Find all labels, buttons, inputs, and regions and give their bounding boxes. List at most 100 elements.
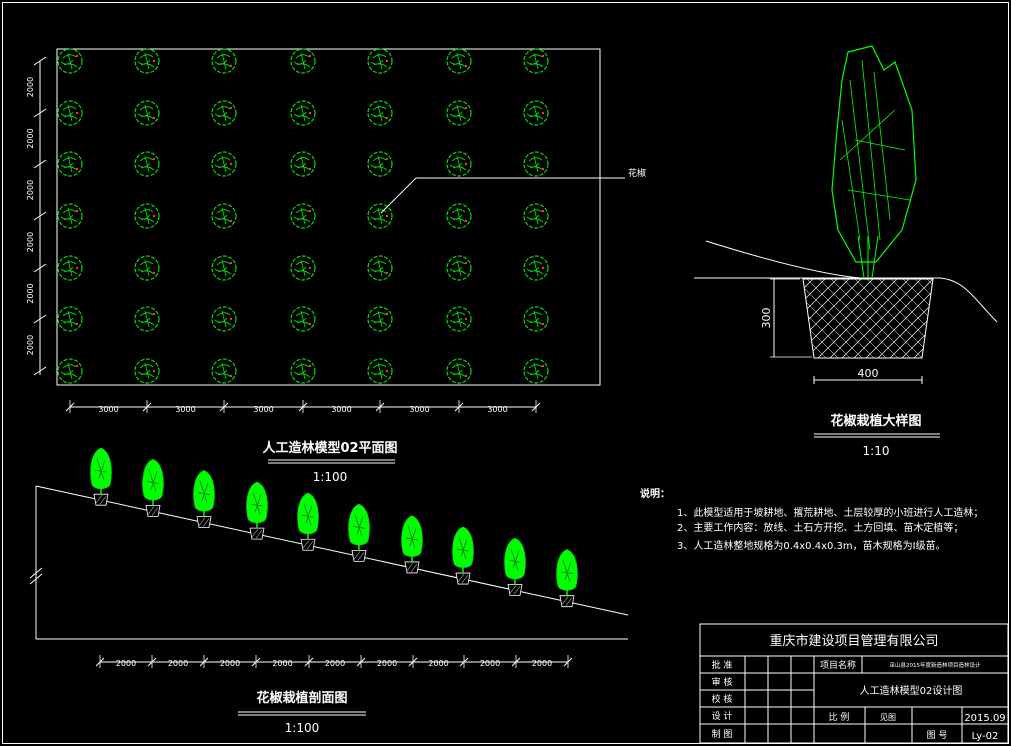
plan-tree-symbol: [211, 255, 237, 281]
title-block: [699, 623, 1009, 744]
plan-tree-symbol: [290, 100, 316, 126]
plan-tree-symbol: [367, 358, 393, 384]
plan-tree-symbol: [134, 100, 160, 126]
plan-tree-symbol: [523, 48, 549, 74]
plan-tree-symbol: [134, 48, 160, 74]
plan-row-dim-label: 2000: [26, 77, 35, 97]
plan-tree-symbol: [211, 306, 237, 332]
drawing-no: Ly-02: [972, 731, 999, 742]
drawing-title: 人工造林模型02设计图: [860, 684, 963, 697]
section-tree: [297, 492, 319, 551]
plan-row-dim-label: 2000: [26, 180, 35, 200]
plan-tree-grid: [57, 48, 549, 384]
title-block-text: 重庆市建设项目管理有限公司 批 准 审 核 校 核 设 计 制 图 项目名称 巫…: [712, 633, 1006, 742]
plan-tree-symbol: [134, 306, 160, 332]
plan-col-dim-label: 3000: [487, 405, 507, 414]
dim-tick: [33, 159, 47, 169]
plan-tree-symbol: [523, 255, 549, 281]
plan-tree-symbol: [57, 100, 83, 126]
section-tree: [556, 549, 578, 608]
detail-view: 300 400 花椒栽植大样图 1:10: [694, 45, 998, 458]
project-label: 项目名称: [820, 659, 856, 671]
plan-tree-symbol: [57, 203, 83, 229]
plan-boundary: [56, 48, 601, 386]
note-item-3: 3、人工造林整地规格为0.4x0.4x0.3m，苗木规格为Ⅰ级苗。: [677, 539, 946, 552]
plan-row-dimensions: 2000 2000 2000 2000 2000 2000: [26, 56, 47, 376]
plan-tree-symbol: [290, 358, 316, 384]
plan-row-dim-label: 2000: [26, 335, 35, 355]
plan-tree-symbol: [57, 255, 83, 281]
ratio-value: 见图: [880, 713, 896, 722]
plan-tree-symbol: [290, 203, 316, 229]
section-tree: [193, 470, 215, 529]
plan-tree-symbol: [57, 48, 83, 74]
drawing-date: 2015.09: [964, 713, 1005, 724]
plan-row-dim-label: 2000: [26, 128, 35, 148]
plan-tree-symbol: [211, 358, 237, 384]
tb-label-review: 审 核: [712, 676, 733, 688]
section-dim-label: 2000: [220, 659, 240, 668]
plan-tree-symbol: [367, 203, 393, 229]
plan-tree-symbol: [367, 255, 393, 281]
company-name: 重庆市建设项目管理有限公司: [769, 633, 938, 649]
section-trees: [90, 447, 578, 608]
detail-tree: [831, 45, 917, 279]
plan-tree-symbol: [290, 306, 316, 332]
plan-tree-symbol: [523, 151, 549, 177]
section-break-mark: [29, 567, 43, 585]
plan-tree-symbol: [523, 358, 549, 384]
section-dim-label: 2000: [272, 659, 292, 668]
plan-row-dim-label: 2000: [26, 232, 35, 252]
plan-col-dim-label: 3000: [331, 405, 351, 414]
plan-tree-symbol: [523, 100, 549, 126]
section-tree: [504, 537, 526, 596]
ratio-label: 比 例: [829, 711, 850, 723]
note-item-1: 1、此模型适用于坡耕地、撂荒耕地、土层较厚的小班进行人工造林；: [677, 506, 983, 519]
plan-row-dim-label: 2000: [26, 283, 35, 303]
tb-label-approve: 批 准: [712, 659, 733, 671]
notes-heading: 说明：: [640, 487, 670, 500]
plan-tree-symbol: [134, 358, 160, 384]
plan-tree-symbol: [446, 358, 472, 384]
section-tree: [452, 526, 474, 585]
section-dim-label: 2000: [480, 659, 500, 668]
plan-tree-symbol: [446, 100, 472, 126]
planting-pit: [802, 278, 934, 359]
plan-tree-symbol: [523, 203, 549, 229]
callout-leader: [380, 177, 625, 214]
plan-tree-symbol: [446, 48, 472, 74]
tb-label-check: 校 核: [712, 693, 733, 705]
section-tree: [90, 447, 112, 506]
plan-tree-symbol: [446, 255, 472, 281]
plan-tree-symbol: [134, 255, 160, 281]
plan-col-dim-label: 3000: [409, 405, 429, 414]
plan-tree-symbol: [446, 151, 472, 177]
plan-tree-symbol: [290, 151, 316, 177]
detail-scale: 1:10: [863, 444, 890, 458]
section-slope-line: [35, 485, 629, 616]
detail-title: 花椒栽植大样图: [830, 413, 921, 429]
section-dim-label: 2000: [532, 659, 552, 668]
plan-tree-symbol: [57, 358, 83, 384]
project-name: 巫山县2015年度新造林项目造林设计: [890, 661, 981, 669]
callout-label: 花椒: [628, 167, 646, 179]
plan-tree-symbol: [367, 151, 393, 177]
section-title: 花椒栽植剖面图: [256, 690, 347, 706]
plan-tree-symbol: [211, 203, 237, 229]
section-tree: [348, 503, 370, 562]
dim-tick: [33, 56, 47, 66]
plan-tree-symbol: [57, 306, 83, 332]
dim-tick: [33, 108, 47, 118]
plan-tree-symbol: [134, 203, 160, 229]
plan-tree-symbol: [290, 48, 316, 74]
plan-scale: 1:100: [313, 470, 348, 484]
drawing-no-label: 图 号: [927, 730, 948, 741]
dim-tick: [33, 211, 47, 221]
section-tree: [401, 515, 423, 574]
